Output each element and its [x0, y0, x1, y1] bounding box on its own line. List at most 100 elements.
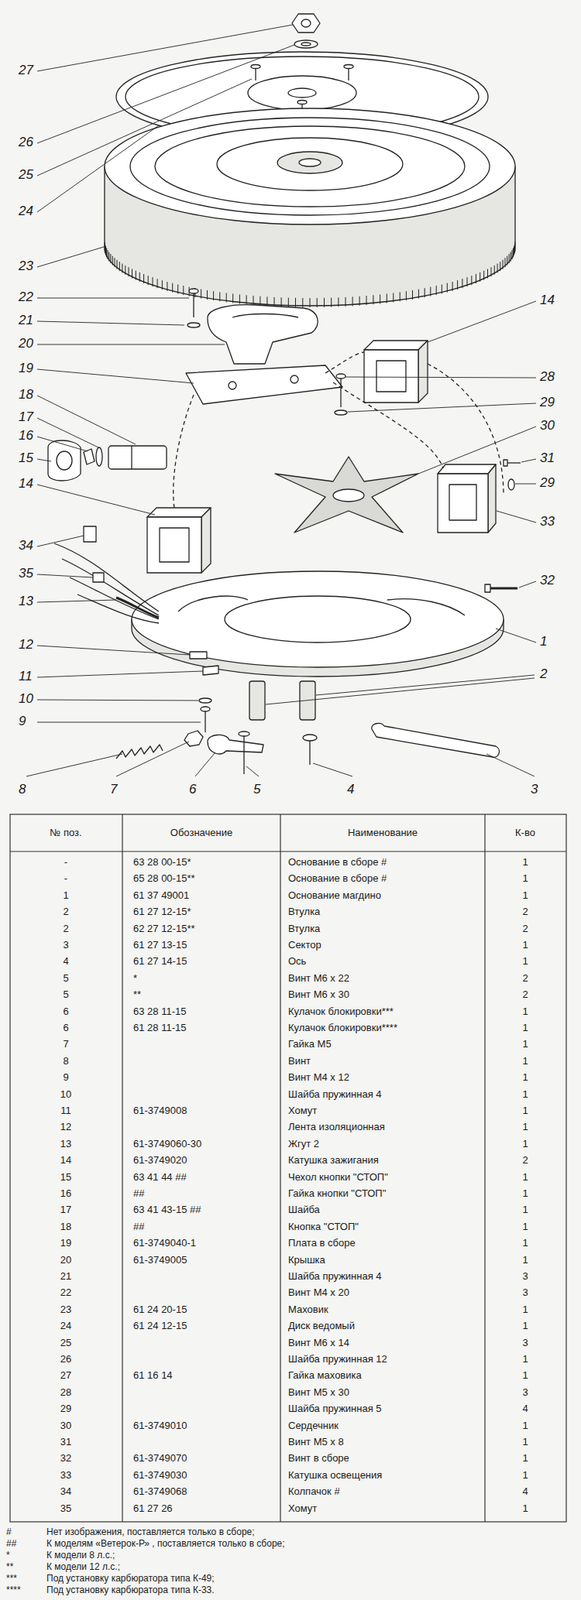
- leaders-group: [26, 24, 537, 777]
- flywheel-tooth: [345, 297, 347, 307]
- callout-number: 7: [110, 782, 117, 798]
- table-cell: 33: [60, 1470, 72, 1483]
- part-outline: [92, 573, 104, 583]
- table-cell: Шайба: [288, 1204, 320, 1218]
- callout-number: 6: [189, 782, 196, 798]
- table-header: Обозначение: [170, 827, 233, 840]
- part-outline: [489, 587, 518, 591]
- table-cell: 61-3749008: [133, 1105, 187, 1118]
- table-cell: 27: [60, 1370, 72, 1383]
- table-cell: 61-3749068: [133, 1486, 187, 1499]
- part-outline: [364, 340, 428, 351]
- callout-number: 5: [253, 782, 261, 798]
- part-outline: [336, 374, 346, 379]
- table-cell: Втулка: [288, 906, 320, 919]
- flywheel-tooth: [392, 293, 394, 303]
- part-outline: [147, 508, 211, 518]
- flywheel-tooth: [499, 261, 501, 272]
- table-cell: Хомут: [288, 1105, 317, 1118]
- leader-line: [37, 700, 199, 702]
- table-cell: 14: [60, 1155, 72, 1168]
- part-outline: [418, 340, 428, 403]
- table-cell: 2: [522, 1155, 528, 1168]
- flywheel-tooth: [107, 250, 109, 260]
- table-cell: Шайба пружинная 12: [288, 1354, 388, 1367]
- table-cell: 61 27 13-15: [133, 939, 187, 953]
- leader-line: [37, 671, 203, 678]
- flywheel-tooth: [200, 289, 202, 300]
- part-outline: [207, 305, 318, 365]
- table-cell: 3: [62, 939, 69, 953]
- table-cell: 4: [62, 955, 69, 969]
- flywheel-tooth: [253, 295, 255, 306]
- flywheel-tooth: [386, 294, 388, 304]
- flywheel-tooth: [295, 298, 296, 308]
- flywheel-tooth: [119, 261, 121, 272]
- part-outline: [83, 526, 97, 543]
- table-cell: 1: [522, 1055, 528, 1069]
- leader-line: [37, 536, 84, 547]
- table-cell: Винт М5 х 8: [288, 1437, 344, 1450]
- table-cell: Лента изоляционная: [288, 1121, 386, 1135]
- flywheel-tooth: [491, 267, 492, 277]
- part-outline: [437, 464, 496, 475]
- part-outline: [77, 594, 159, 624]
- part-outline: [104, 108, 516, 225]
- table-rule: [121, 814, 123, 1523]
- table-cell: Маховик: [288, 1304, 329, 1317]
- flywheel-tooth: [457, 280, 458, 290]
- flywheel-tooth: [405, 291, 407, 301]
- leader-line: [37, 369, 194, 384]
- part-outline: [507, 462, 521, 464]
- table-cell: 19: [60, 1237, 72, 1251]
- table-cell: 2: [62, 906, 69, 919]
- flywheel-tooth: [114, 257, 116, 268]
- part-outline: [96, 447, 103, 467]
- table-cell: 1: [522, 1470, 528, 1483]
- part-outline: [108, 446, 167, 470]
- flywheel-tooth: [135, 271, 137, 281]
- leader-line: [37, 484, 155, 516]
- flywheel-tooth: [316, 298, 318, 308]
- table-cell: Ось: [288, 955, 306, 969]
- part-outline: [69, 577, 159, 620]
- part-outline: [277, 151, 343, 174]
- footnote-text: К модели 8 л.с.;: [46, 1550, 115, 1562]
- table-cell: 6: [62, 1022, 69, 1035]
- table-header: № поз.: [49, 827, 82, 840]
- table-cell: 2: [522, 923, 528, 936]
- part-outline: [189, 288, 199, 294]
- table-cell: Диск ведомый: [288, 1320, 355, 1334]
- flywheel-tooth: [352, 296, 354, 306]
- table-cell: 35: [60, 1503, 72, 1517]
- part-outline: [130, 117, 490, 216]
- table-cell: 1: [522, 890, 528, 903]
- flywheel-tooth: [470, 275, 472, 286]
- table-cell: 1: [522, 1304, 528, 1317]
- table-cell: 8: [62, 1055, 69, 1069]
- leader-line: [486, 754, 535, 777]
- part-outline: [238, 732, 250, 737]
- part-outline: [340, 378, 341, 408]
- table-cell: 1: [522, 1121, 528, 1135]
- part-outline: [173, 395, 194, 509]
- table-cell: 63 41 44 ##: [133, 1172, 187, 1185]
- flywheel-tooth: [359, 296, 361, 306]
- table-cell: 61-3749005: [133, 1254, 187, 1268]
- table-cell: 5: [62, 989, 69, 1002]
- flywheel-tooth: [131, 269, 133, 279]
- part-outline: [364, 350, 419, 403]
- part-outline: [131, 571, 504, 668]
- flywheel-tooth: [512, 247, 514, 258]
- flywheel-tooth: [274, 297, 276, 307]
- callout-number: 2: [539, 666, 547, 683]
- part-outline: [275, 457, 419, 533]
- part-outline: [187, 323, 200, 328]
- table-cell: 32: [60, 1453, 72, 1466]
- table-cell: 61 27 14-15: [133, 955, 187, 969]
- part-outline: [333, 489, 365, 502]
- table-cell: 6: [62, 1006, 69, 1019]
- footnote-text: К модели 12 л.с.;: [46, 1562, 121, 1574]
- callout-number: 29: [539, 395, 555, 411]
- callout-number: 32: [539, 573, 555, 589]
